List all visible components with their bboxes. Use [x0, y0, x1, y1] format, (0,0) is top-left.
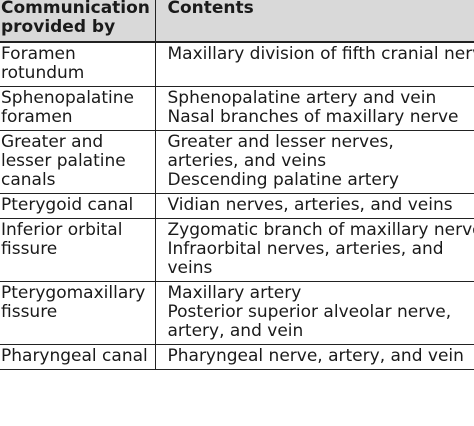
contents-cell: Zygomatic branch of maxillary nerve Infr… [155, 218, 474, 282]
table-row: Pterygoid canal Vidian nerves, arteries,… [0, 193, 474, 219]
table-row: Foramen rotundum Maxillary division of f… [0, 42, 474, 87]
passage-cell: Greater and lesser palatine canals [0, 130, 156, 194]
contents-line: Infraorbital nerves, arteries, and veins [167, 239, 444, 278]
header-row: Communication provided by Contents [0, 0, 474, 43]
passage-cell: Inferior orbital fissure [0, 218, 156, 282]
pterygopalatine-communications-table: Communication provided by Contents Foram… [0, 0, 474, 370]
column-header-communication: Communication provided by [0, 0, 156, 43]
anatomy-table-container: Communication provided by Contents Foram… [0, 0, 474, 370]
passage-cell: Pterygomaxillary fissure [0, 281, 156, 345]
passage-cell: Sphenopalatine foramen [0, 86, 156, 131]
contents-line: Sphenopalatine artery and vein [167, 88, 437, 108]
contents-cell: Pharyngeal nerve, artery, and vein [155, 344, 474, 370]
contents-line: Pharyngeal nerve, artery, and vein [167, 346, 464, 366]
contents-cell: Maxillary artery Posterior superior alve… [155, 281, 474, 345]
contents-line: Maxillary division of fifth cranial nerv… [167, 44, 474, 64]
contents-line: Nasal branches of maxillary nerve [167, 107, 459, 127]
column-header-contents: Contents [155, 0, 474, 43]
contents-line: Zygomatic branch of maxillary nerve [167, 220, 474, 240]
passage-cell: Pterygoid canal [0, 193, 156, 219]
table-body: Foramen rotundum Maxillary division of f… [0, 42, 474, 370]
table-row: Pharyngeal canal Pharyngeal nerve, arter… [0, 344, 474, 370]
table-row: Pterygomaxillary fissure Maxillary arter… [0, 281, 474, 345]
contents-cell: Sphenopalatine artery and vein Nasal bra… [155, 86, 474, 131]
passage-cell: Foramen rotundum [0, 42, 156, 87]
contents-line: Maxillary artery [167, 283, 302, 303]
contents-cell: Maxillary division of fifth cranial nerv… [155, 42, 474, 87]
table-row: Inferior orbital fissure Zygomatic branc… [0, 218, 474, 282]
table-row: Sphenopalatine foramen Sphenopalatine ar… [0, 86, 474, 131]
contents-cell: Vidian nerves, arteries, and veins [155, 193, 474, 219]
passage-cell: Pharyngeal canal [0, 344, 156, 370]
table-row: Greater and lesser palatine canals Great… [0, 130, 474, 194]
contents-line: Vidian nerves, arteries, and veins [167, 195, 453, 215]
contents-line: Descending palatine artery [167, 170, 399, 190]
contents-line: Posterior superior alveolar nerve, arter… [167, 302, 452, 341]
contents-cell: Greater and lesser nerves, arteries, and… [155, 130, 474, 194]
contents-line: Greater and lesser nerves, arteries, and… [167, 132, 394, 171]
table-header: Communication provided by Contents [0, 0, 474, 43]
